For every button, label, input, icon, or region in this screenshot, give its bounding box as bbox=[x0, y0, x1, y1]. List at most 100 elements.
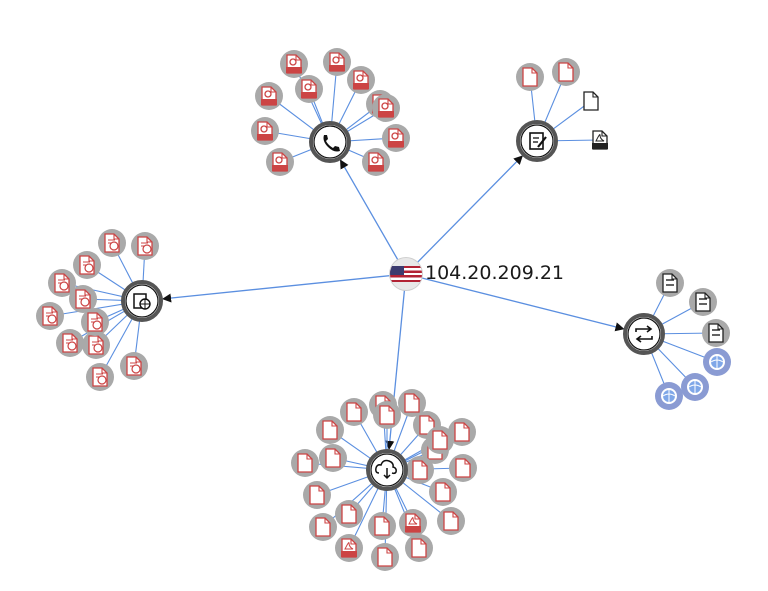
globe-icon bbox=[703, 348, 731, 376]
related-node[interactable] bbox=[335, 534, 363, 562]
related-node[interactable] bbox=[592, 130, 608, 150]
related-node[interactable] bbox=[406, 456, 434, 484]
file-icon bbox=[340, 398, 368, 426]
related-node[interactable] bbox=[382, 124, 410, 152]
center-ip-label: 104.20.209.21 bbox=[425, 262, 565, 284]
relation-hub-communicating-files[interactable] bbox=[309, 121, 351, 163]
relationship-edge bbox=[405, 273, 625, 332]
related-node[interactable] bbox=[323, 48, 351, 76]
relation-hub-resolutions[interactable] bbox=[623, 313, 665, 355]
related-node[interactable] bbox=[656, 269, 684, 297]
center-ip-node[interactable] bbox=[389, 257, 423, 291]
related-node[interactable] bbox=[399, 509, 427, 537]
file-icon bbox=[448, 418, 476, 446]
related-node[interactable] bbox=[448, 418, 476, 446]
relationship-edge bbox=[339, 159, 407, 275]
related-node[interactable] bbox=[303, 481, 331, 509]
relation-hub-urls[interactable] bbox=[121, 280, 163, 322]
pdf-file-icon bbox=[335, 534, 363, 562]
related-node[interactable] bbox=[316, 416, 344, 444]
file-icon bbox=[309, 513, 337, 541]
file-icon bbox=[516, 63, 544, 91]
related-node[interactable] bbox=[98, 229, 126, 257]
related-node[interactable] bbox=[429, 478, 457, 506]
file-icon bbox=[335, 500, 363, 528]
related-node[interactable] bbox=[335, 500, 363, 528]
related-node[interactable] bbox=[69, 285, 97, 313]
file-icon bbox=[405, 534, 433, 562]
file-icon bbox=[449, 454, 477, 482]
related-node[interactable] bbox=[340, 398, 368, 426]
related-node[interactable] bbox=[319, 444, 347, 472]
related-node[interactable] bbox=[295, 75, 323, 103]
related-node[interactable] bbox=[371, 543, 399, 571]
relation-hub-referrer-files[interactable] bbox=[516, 120, 558, 162]
web-file-icon bbox=[120, 352, 148, 380]
related-node[interactable] bbox=[681, 373, 709, 401]
cloud-download-icon bbox=[375, 459, 397, 480]
binary-file-icon bbox=[656, 269, 684, 297]
file-icon bbox=[303, 481, 331, 509]
web-file-icon bbox=[73, 251, 101, 279]
related-node[interactable] bbox=[437, 507, 465, 535]
related-node[interactable] bbox=[82, 331, 110, 359]
file-icon bbox=[291, 449, 319, 477]
related-node[interactable] bbox=[309, 513, 337, 541]
related-node[interactable] bbox=[368, 512, 396, 540]
exe-file-icon bbox=[280, 50, 308, 78]
related-node[interactable] bbox=[398, 389, 426, 417]
file-icon bbox=[368, 512, 396, 540]
related-node[interactable] bbox=[405, 534, 433, 562]
related-node[interactable] bbox=[552, 58, 580, 86]
related-node[interactable] bbox=[36, 302, 64, 330]
file-icon bbox=[316, 416, 344, 444]
phone-icon bbox=[323, 135, 340, 152]
related-node[interactable] bbox=[373, 401, 401, 429]
us-flag-icon bbox=[390, 258, 422, 290]
web-file-icon bbox=[82, 331, 110, 359]
relation-hub-downloaded-files[interactable] bbox=[366, 449, 408, 491]
web-page-icon bbox=[133, 293, 151, 310]
related-node[interactable] bbox=[347, 66, 375, 94]
related-node[interactable] bbox=[120, 352, 148, 380]
pdf-file-icon bbox=[592, 130, 608, 150]
related-node[interactable] bbox=[280, 50, 308, 78]
related-node[interactable] bbox=[255, 82, 283, 110]
related-node[interactable] bbox=[73, 251, 101, 279]
related-node[interactable] bbox=[703, 348, 731, 376]
related-node[interactable] bbox=[251, 117, 279, 145]
exe-file-icon bbox=[382, 124, 410, 152]
file-icon bbox=[429, 478, 457, 506]
related-node[interactable] bbox=[56, 329, 84, 357]
related-node[interactable] bbox=[583, 91, 599, 111]
related-node[interactable] bbox=[702, 319, 730, 347]
relationship-edge bbox=[161, 273, 407, 303]
file-icon bbox=[426, 426, 454, 454]
file-icon bbox=[552, 58, 580, 86]
related-node[interactable] bbox=[372, 94, 400, 122]
related-node[interactable] bbox=[689, 288, 717, 316]
swap-arrows-icon bbox=[635, 325, 653, 343]
related-node[interactable] bbox=[449, 454, 477, 482]
related-node[interactable] bbox=[426, 426, 454, 454]
related-node[interactable] bbox=[81, 308, 109, 336]
globe-icon bbox=[681, 373, 709, 401]
related-node[interactable] bbox=[362, 148, 390, 176]
exe-file-icon bbox=[362, 148, 390, 176]
related-node[interactable] bbox=[291, 449, 319, 477]
web-file-icon bbox=[81, 308, 109, 336]
related-node[interactable] bbox=[48, 269, 76, 297]
exe-file-icon bbox=[323, 48, 351, 76]
web-file-icon bbox=[86, 363, 114, 391]
related-node[interactable] bbox=[131, 232, 159, 260]
web-file-icon bbox=[48, 269, 76, 297]
related-node[interactable] bbox=[655, 382, 683, 410]
exe-file-icon bbox=[266, 148, 294, 176]
binary-file-icon bbox=[702, 319, 730, 347]
related-node[interactable] bbox=[266, 148, 294, 176]
related-node[interactable] bbox=[516, 63, 544, 91]
related-node[interactable] bbox=[86, 363, 114, 391]
web-file-icon bbox=[36, 302, 64, 330]
file-icon bbox=[437, 507, 465, 535]
